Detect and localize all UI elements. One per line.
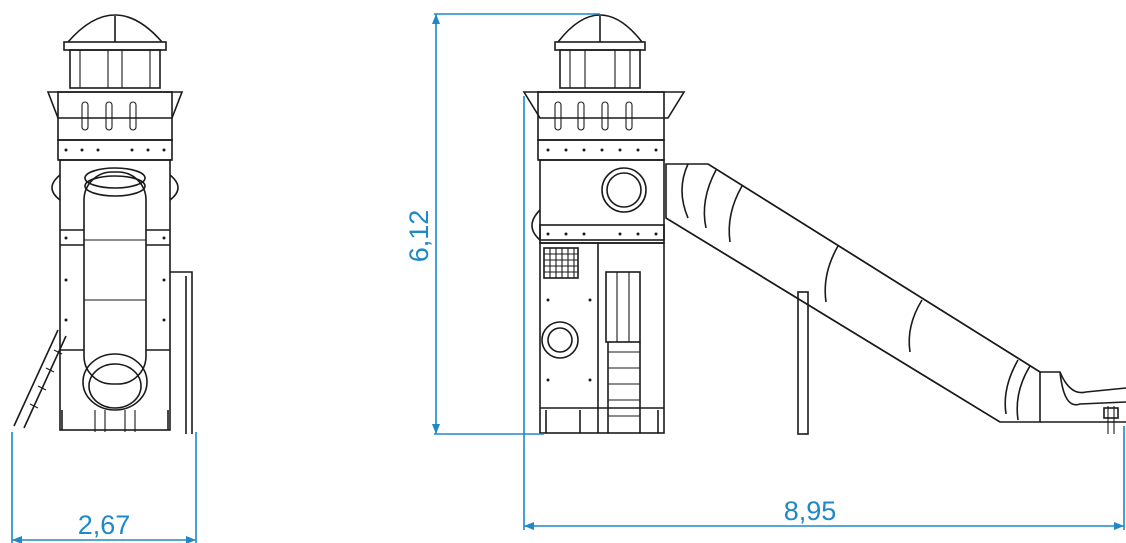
front-tower-body xyxy=(59,159,171,431)
side-lower-body xyxy=(539,242,665,434)
side-slide-tube xyxy=(665,163,1126,434)
front-width-label: 2,67 xyxy=(78,510,131,540)
upper-porthole xyxy=(601,167,647,213)
side-cabin xyxy=(537,91,665,141)
front-view xyxy=(13,14,193,434)
front-dome xyxy=(67,14,163,43)
front-cabin-roof xyxy=(46,91,184,119)
front-ladder xyxy=(13,329,67,429)
side-ladder xyxy=(607,342,641,433)
front-cabin xyxy=(57,91,173,141)
side-height-dimension: 6,12 xyxy=(404,13,600,435)
front-width-dimension: 2,67 xyxy=(11,432,197,543)
grid-panel xyxy=(543,247,579,279)
front-slide-tube xyxy=(83,171,147,385)
front-lantern xyxy=(69,49,161,89)
side-width-dimension: 8,95 xyxy=(523,96,1125,530)
side-width-label: 8,95 xyxy=(784,496,837,526)
side-height-label: 6,12 xyxy=(404,210,434,263)
side-cabin-roof xyxy=(522,91,686,119)
side-dome xyxy=(557,14,643,43)
side-lantern xyxy=(559,49,641,89)
lower-porthole xyxy=(541,321,579,359)
front-handrail xyxy=(170,271,193,434)
side-view xyxy=(522,14,1126,435)
slide-support-post xyxy=(797,291,809,435)
side-upper-body xyxy=(539,159,665,241)
